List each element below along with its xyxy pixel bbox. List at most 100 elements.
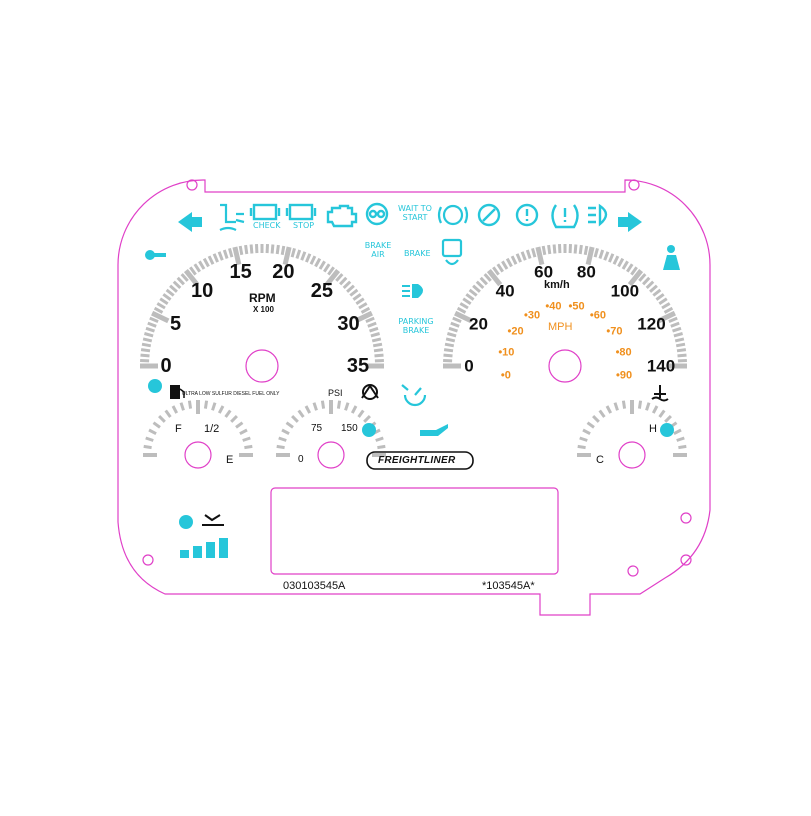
exhaust-filter-icon [367,204,387,224]
scale-tick [311,256,315,264]
scale-tick [346,403,349,411]
scale-tick [199,261,204,269]
scale-tick [498,264,503,272]
temp-hot-label: H [649,424,657,435]
scale-tick [219,406,223,413]
scale-tick [246,245,247,254]
scale-tick [665,308,673,312]
scale-tick [240,430,247,434]
gauge-label: •70 [606,327,622,338]
temp-cold-label: C [596,455,604,466]
fuel-full-label: F [175,424,182,435]
scale-tick [282,430,289,434]
scale-tick [148,323,156,326]
scale-tick [231,416,237,422]
rpm-title: RPM [249,292,276,304]
brake-air-label: BRAKE AIR [363,242,393,260]
scale-tick [306,406,310,413]
scale-tick [181,403,184,411]
scale-tick [458,308,466,312]
trailer-brake-icon [443,240,461,264]
scale-tick [219,252,222,260]
scale-tick [614,256,618,264]
scale-tick [174,282,181,288]
brake-label: BRAKE [404,250,431,259]
check-engine-icon [251,205,279,219]
scale-tick [272,245,273,254]
scale-tick [213,403,216,411]
psi-mid-label: 75 [311,424,322,434]
psi-unit: PSI [328,389,343,398]
gauge-label: •10 [498,348,514,359]
scale-tick [347,286,354,292]
regen-icon [202,515,224,525]
scale-tick [350,290,357,296]
gauge-label: •60 [590,310,606,321]
brand-name: FREIGHTLINER [378,456,456,466]
scale-tick [141,355,150,356]
scale-tick [314,403,317,411]
temp-warning-dot [660,423,674,437]
scale-tick [650,286,657,292]
scale-tick [673,328,682,331]
traction-control-icon [479,205,499,225]
scale-tick [481,278,487,285]
fuel-gauge-hub [185,442,211,468]
gauge-label: •30 [524,310,540,321]
scale-tick [189,401,190,409]
scale-tick [678,446,686,447]
scale-tick [627,264,632,272]
stop-engine-icon [287,205,315,219]
scale-tick [677,438,685,441]
scale-tick [282,246,284,255]
scale-tick [320,261,325,269]
scale-tick [146,438,154,441]
scale-tick [463,299,471,304]
wait-to-start-label: WAIT TO START [398,205,432,223]
mount-hole [143,555,153,565]
scale-tick [178,278,184,285]
scale-tick [359,411,364,418]
scale-tick [170,286,177,292]
scale-tick [585,246,587,255]
gauge-label: 140 [647,358,675,375]
scale-tick [302,252,305,260]
scale-tick [368,323,376,326]
speedometer-scale [443,244,687,366]
gauge-label: 100 [611,282,639,299]
scale-tick [364,416,370,422]
scale-tick [141,350,150,351]
power-takeoff-icon [362,385,378,399]
scale-tick [549,245,550,254]
oil-gauge-hub [318,442,344,468]
glow-plug-icon [220,205,244,230]
fuel-gauge-scale [143,400,253,455]
scale-tick [527,250,530,259]
scale-tick [647,282,654,288]
parking-brake-label: PARKING BRAKE [398,318,434,336]
scale-tick [292,416,298,422]
scale-tick [543,246,545,255]
scale-tick [453,318,461,322]
scale-tick [517,254,521,262]
scale-tick [142,344,151,346]
scale-tick [460,303,468,308]
stop-label: STOP [293,222,314,231]
scale-tick [600,250,603,259]
scale-tick [451,323,459,326]
scale-tick [373,344,382,346]
regen-level-bars [180,538,228,558]
scale-tick [580,438,588,441]
scale-tick [324,264,329,272]
scale-tick [376,438,384,441]
gauge-label: 20 [272,262,294,282]
scale-tick [243,438,251,441]
cruise-control-icon [402,385,425,405]
scale-tick [600,411,605,418]
mount-hole [681,513,691,523]
scale-tick [150,318,158,322]
gauge-label: •90 [616,371,632,382]
scale-tick [149,430,156,434]
scale-tick [322,401,323,409]
